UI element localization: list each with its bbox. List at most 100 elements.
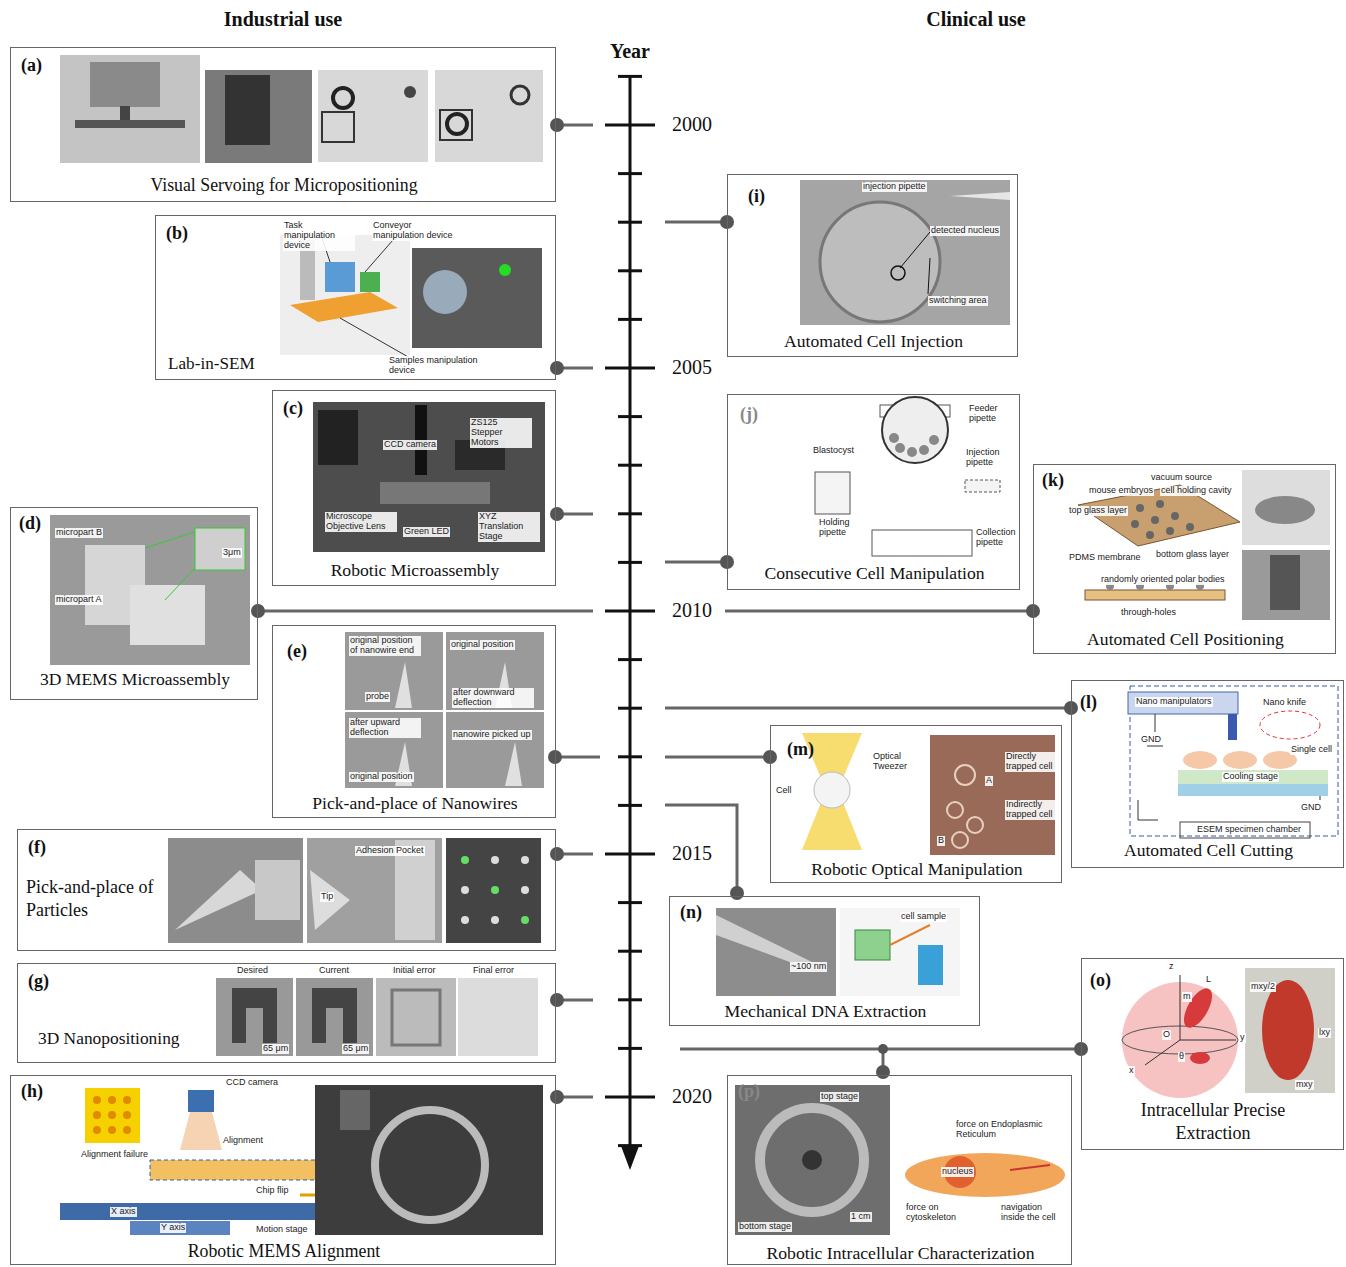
illustration-shape bbox=[618, 707, 642, 710]
illustration-shape bbox=[1186, 523, 1194, 531]
illustration-shape bbox=[376, 978, 456, 1056]
panel-k-images bbox=[1078, 470, 1330, 620]
illustration-shape bbox=[180, 1112, 222, 1150]
illustration-shape bbox=[446, 838, 541, 943]
callout-label: top glass layer bbox=[1068, 506, 1128, 516]
panel-letter: (n) bbox=[680, 903, 702, 923]
callout-label: Initial error bbox=[392, 966, 437, 976]
heading-label: 2010 bbox=[672, 599, 712, 622]
illustration-shape bbox=[1156, 500, 1164, 508]
illustration-shape bbox=[716, 908, 836, 996]
illustration-shape bbox=[665, 756, 770, 759]
panel-caption: Consecutive Cell Manipulation bbox=[728, 562, 1021, 584]
callout-label: Cell bbox=[775, 786, 793, 796]
callout-label: cell holding cavity bbox=[1160, 486, 1233, 496]
callout-label: mxy/2 bbox=[1250, 982, 1276, 992]
illustration-shape bbox=[130, 1221, 230, 1235]
illustration-shape bbox=[1151, 516, 1159, 524]
illustration-shape bbox=[882, 397, 948, 463]
illustration-shape bbox=[1270, 555, 1300, 610]
illustration-shape bbox=[918, 945, 943, 985]
callout-label: Y axis bbox=[160, 1223, 186, 1233]
panel-letter: (j) bbox=[740, 405, 758, 425]
panel-d-image bbox=[50, 515, 250, 665]
callout-label: after downward deflection bbox=[452, 688, 534, 708]
panel-box: (b)Lab-in-SEM bbox=[155, 215, 556, 380]
callout-label: L bbox=[1205, 975, 1212, 985]
callout-label: top stage bbox=[820, 1092, 859, 1102]
illustration-shape bbox=[93, 1126, 101, 1134]
callout-label: Conveyor manipulation device bbox=[372, 221, 454, 241]
panel-b-images bbox=[280, 232, 542, 358]
illustration-shape bbox=[802, 1150, 822, 1170]
illustration-shape bbox=[1242, 550, 1330, 620]
illustration-shape bbox=[605, 1096, 655, 1099]
illustration-shape bbox=[605, 610, 655, 613]
illustration-shape bbox=[618, 512, 642, 515]
illustration-shape bbox=[108, 1096, 116, 1104]
illustration-shape bbox=[318, 70, 428, 162]
panel-f-images bbox=[168, 838, 541, 943]
callout-label: PDMS membrane bbox=[1068, 553, 1142, 563]
illustration-shape bbox=[150, 1160, 320, 1180]
illustration-shape bbox=[1180, 1040, 1236, 1041]
illustration-shape bbox=[955, 765, 975, 785]
panel-letter: (e) bbox=[287, 642, 307, 662]
illustration-shape bbox=[1180, 975, 1181, 1040]
heading-label: Clinical use bbox=[926, 8, 1025, 31]
panel-letter: (c) bbox=[283, 399, 303, 419]
illustration-shape bbox=[605, 853, 655, 856]
callout-label: bottom glass layer bbox=[1155, 550, 1230, 560]
illustration-shape bbox=[1228, 714, 1237, 740]
illustration-shape bbox=[618, 172, 642, 175]
panel-box: (i)Automated Cell Injection bbox=[727, 174, 1018, 357]
callout-label: original position of nanowire end bbox=[349, 636, 421, 656]
illustration-shape bbox=[165, 568, 195, 600]
panel-letter: (o) bbox=[1090, 971, 1111, 991]
illustration-shape bbox=[1245, 968, 1335, 1093]
illustration-shape bbox=[929, 435, 939, 445]
illustration-shape bbox=[550, 1090, 564, 1104]
timeline-arrowhead bbox=[621, 1146, 639, 1170]
illustration-shape bbox=[1183, 751, 1217, 769]
illustration-shape bbox=[491, 916, 499, 924]
panel-caption: Automated Cell Positioning bbox=[1034, 628, 1337, 650]
illustration-shape bbox=[1010, 1165, 1050, 1170]
illustration-shape bbox=[60, 55, 200, 163]
illustration-shape bbox=[618, 464, 642, 467]
panel-caption: Pick-and-place of Nanowires bbox=[273, 792, 557, 814]
callout-label: mouse embryos bbox=[1088, 486, 1154, 496]
illustration-shape bbox=[145, 532, 195, 548]
illustration-shape bbox=[967, 817, 983, 833]
illustration-shape bbox=[919, 445, 929, 455]
illustration-shape bbox=[618, 901, 642, 904]
illustration-shape bbox=[521, 856, 529, 864]
callout-label: Adhesion Pocket bbox=[355, 846, 425, 856]
illustration-shape bbox=[814, 772, 850, 808]
illustration-shape bbox=[605, 367, 655, 370]
illustration-shape bbox=[296, 978, 373, 1056]
callout-label: B bbox=[937, 836, 945, 846]
illustration-shape bbox=[1136, 504, 1144, 512]
illustration-shape bbox=[550, 118, 564, 132]
callout-label: Blastocyst bbox=[812, 446, 855, 456]
illustration-shape bbox=[322, 112, 354, 142]
callout-label: detected nucleus bbox=[930, 226, 1000, 236]
illustration-shape bbox=[458, 978, 538, 1056]
illustration-shape bbox=[168, 838, 303, 943]
callout-label: Final error bbox=[472, 966, 515, 976]
illustration-shape bbox=[725, 610, 1033, 613]
illustration-shape bbox=[123, 1126, 131, 1134]
panel-box: (h)Robotic MEMS Alignment bbox=[10, 1075, 556, 1265]
panel-letter: (l) bbox=[1080, 693, 1097, 713]
panel-box: (p)Robotic Intracellular Characterizatio… bbox=[727, 1075, 1072, 1265]
illustration-shape bbox=[855, 930, 890, 960]
illustration-shape bbox=[175, 870, 262, 930]
callout-label: GND bbox=[1300, 803, 1322, 813]
panel-caption: Automated Cell Cutting bbox=[1072, 840, 1345, 862]
callout-label: ~100 nm bbox=[790, 962, 827, 972]
illustration-shape bbox=[760, 1108, 864, 1212]
heading-label: Industrial use bbox=[224, 8, 342, 31]
illustration-shape bbox=[618, 75, 642, 78]
panel-c-photo bbox=[313, 402, 545, 552]
